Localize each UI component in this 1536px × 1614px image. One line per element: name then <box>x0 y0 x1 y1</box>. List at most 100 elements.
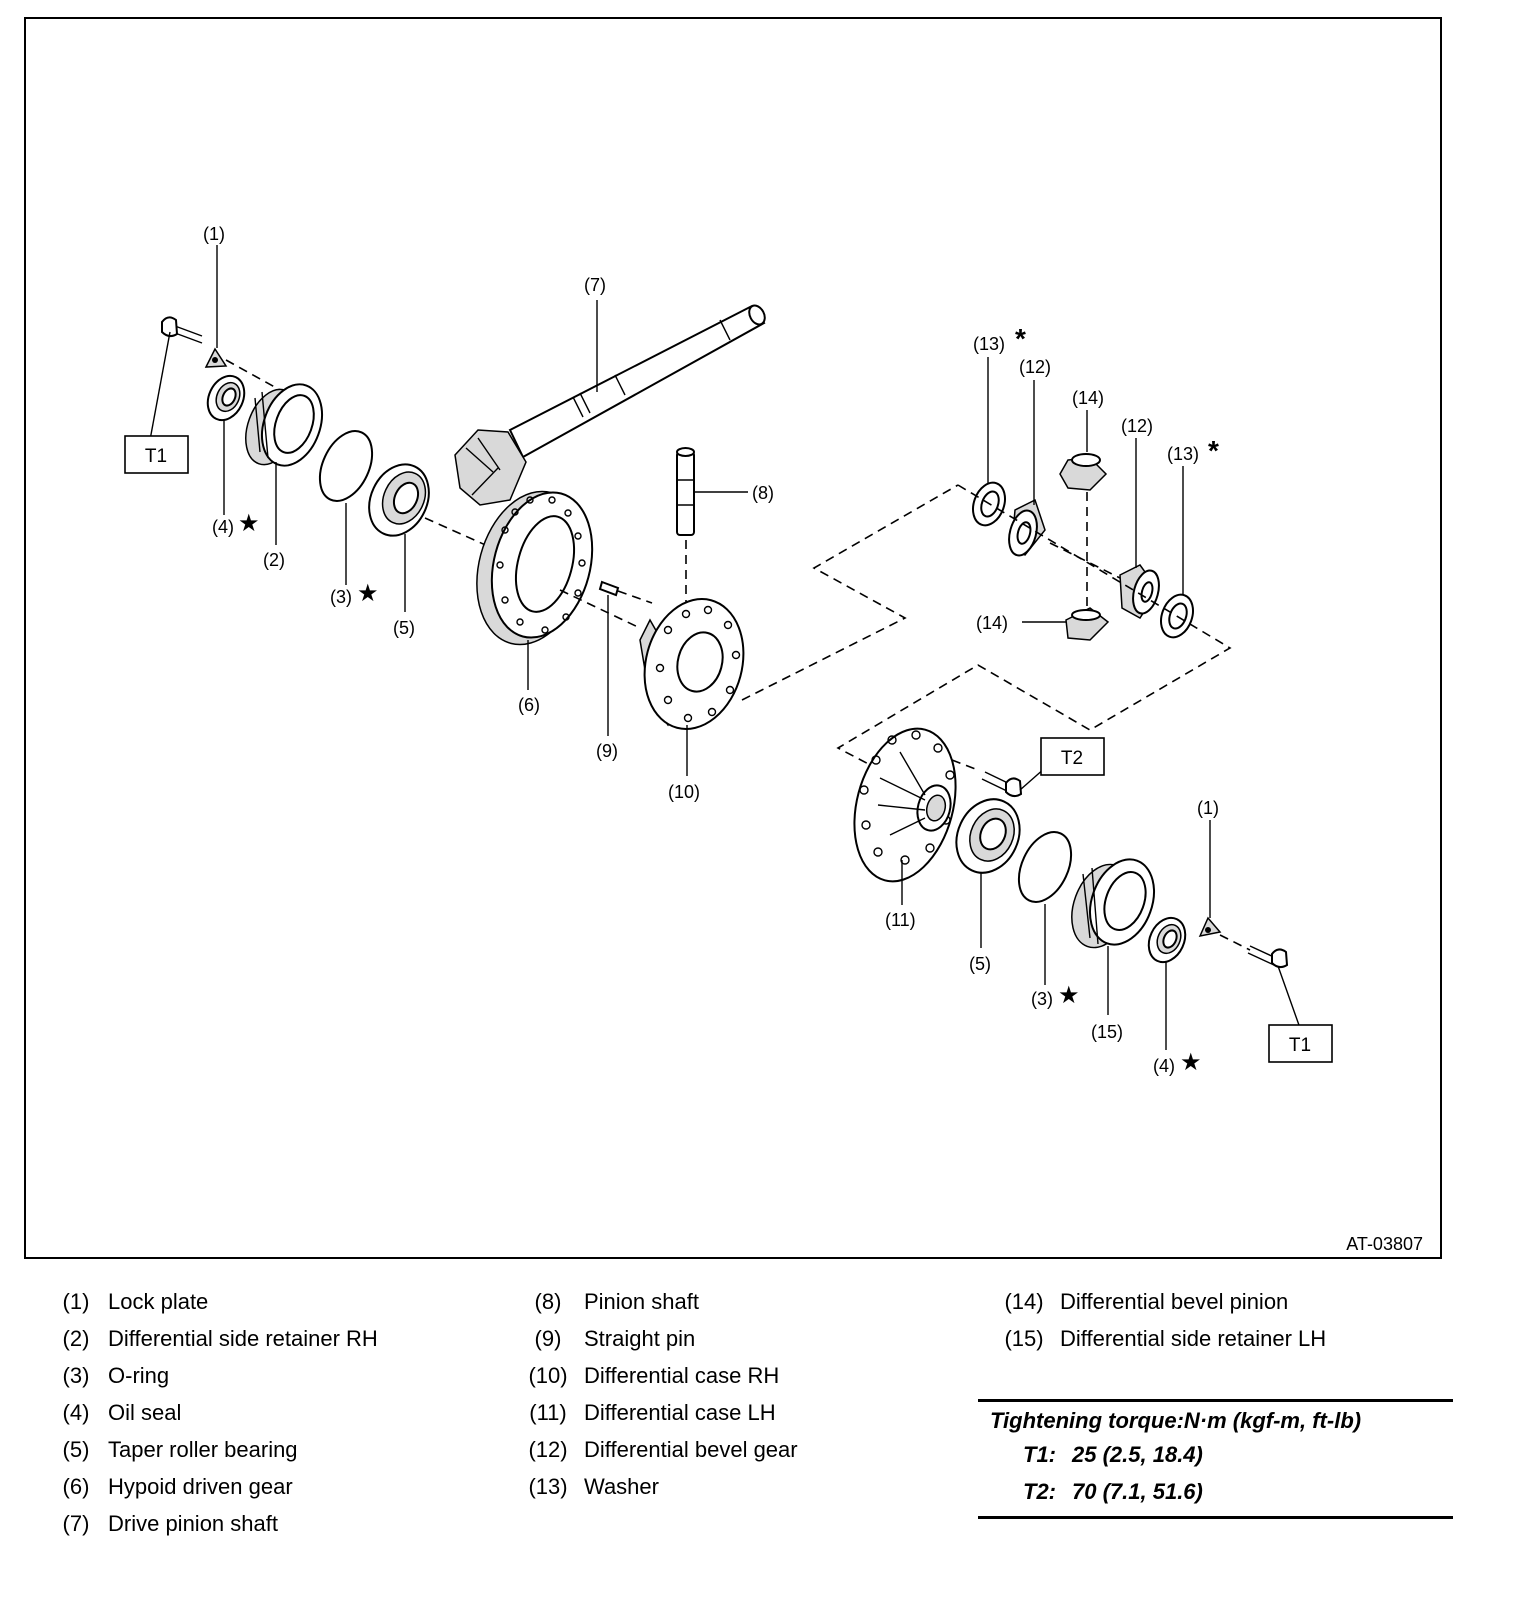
drive-pinion-shaft <box>454 304 766 506</box>
callout-3-right: (3) <box>1031 989 1053 1009</box>
legend-item-description: Lock plate <box>108 1289 209 1314</box>
legend-item-description: Washer <box>584 1474 659 1499</box>
legend-item: (11) Differential case LH <box>512 1394 798 1431</box>
legend-item-description: Differential case RH <box>584 1363 780 1388</box>
legend-item-number: (5) <box>62 1437 90 1462</box>
torque-row-t2: T2: 70 (7.1, 51.6) <box>978 1479 1453 1516</box>
bevel-gear-top <box>1008 498 1046 557</box>
internal-components-outline <box>741 484 959 701</box>
callout-8: (8) <box>752 483 774 503</box>
callout-1-right: (1) <box>1197 798 1219 818</box>
torque-box-t1-right <box>1268 1024 1333 1063</box>
callout-1-top: (1) <box>203 224 225 244</box>
callout-10: (10) <box>668 782 700 802</box>
legend-item-number: (10) <box>528 1363 568 1388</box>
legend-item-description: Differential bevel gear <box>584 1437 798 1462</box>
diagram-frame <box>24 17 1442 1259</box>
oil-seal-right <box>1147 916 1187 964</box>
legend-item: (8)Pinion shaft <box>512 1283 798 1320</box>
legend-column-3: (14)Differential bevel pinion (15) Differe… <box>988 1283 1326 1357</box>
callout-13-top: (13) <box>973 334 1005 354</box>
callout-5-left: (5) <box>393 618 415 638</box>
taper-bearing-left <box>368 463 430 537</box>
torque-box-t2 <box>1040 737 1105 776</box>
legend-item-description: O-ring <box>108 1363 170 1388</box>
tightening-torque-table: Tightening torque:N·m (kgf-m, ft-lb) T1:… <box>978 1399 1453 1519</box>
legend-item-number: (4) <box>62 1400 90 1425</box>
o-ring-right <box>1017 831 1073 903</box>
torque-box-t1-left-label: T1 <box>145 446 167 467</box>
callout-14-bot: (14) <box>976 613 1008 633</box>
legend-item-number: (1) <box>62 1289 90 1314</box>
star-4-left: ★ <box>238 510 260 537</box>
legend-item-description: Differential side retainer LH <box>1060 1326 1327 1351</box>
bevel-pinion-bottom <box>1065 607 1110 641</box>
differential-case-lh <box>853 727 957 883</box>
legend-item: (9) Straight pin <box>512 1320 798 1357</box>
legend-item: (14)Differential bevel pinion <box>988 1283 1326 1320</box>
bevel-pinion-top <box>1059 453 1108 491</box>
torque-key: T2: <box>1023 1479 1056 1504</box>
legend-item-description: Hypoid driven gear <box>108 1474 293 1499</box>
torque-header: Tightening torque:N·m (kgf-m, ft-lb) <box>990 1408 1362 1433</box>
internal-components-outline-2 <box>836 484 1232 771</box>
legend-item: (13) Washer <box>512 1468 798 1505</box>
lock-plate-rh <box>204 347 228 368</box>
star-3-left: ★ <box>357 580 379 607</box>
legend-item: (7) Drive pinion shaft <box>44 1505 378 1542</box>
legend-item-number: (9) <box>534 1326 562 1351</box>
callout-13-mid: (13) <box>1167 444 1199 464</box>
side-retainer-rh <box>245 383 323 467</box>
callout-12-top: (12) <box>1019 357 1051 377</box>
legend-item: (4) Oil seal <box>44 1394 378 1431</box>
legend-item-number: (13) <box>528 1474 568 1499</box>
asterisk-13-mid: * <box>1208 435 1219 466</box>
callout-7: (7) <box>584 275 606 295</box>
side-retainer-lh <box>1071 858 1155 949</box>
legend-item-description: Straight pin <box>584 1326 696 1351</box>
legend-item: (10) Differential case RH <box>512 1357 798 1394</box>
hypoid-driven-gear <box>476 490 594 646</box>
star-4-right: ★ <box>1180 1049 1202 1076</box>
legend-item: (12) Differential bevel gear <box>512 1431 798 1468</box>
callout-15: (15) <box>1091 1022 1123 1042</box>
legend-item-number: (15) <box>1004 1326 1044 1351</box>
bevel-gear-mid <box>1119 564 1160 619</box>
legend-item: (6) Hypoid driven gear <box>44 1468 378 1505</box>
torque-value: 25 (2.5, 18.4) <box>1072 1442 1203 1467</box>
taper-bearing-right <box>955 798 1021 874</box>
legend-item: (3) O-ring <box>44 1357 378 1394</box>
straight-pin <box>598 580 620 597</box>
callout-4-right: (4) <box>1153 1056 1175 1076</box>
legend-item-number: (11) <box>529 1400 567 1425</box>
legend-column-2: (8)Pinion shaft (9) Straight pin (10) Differ… <box>512 1283 798 1505</box>
legend-item-description: Differential side retainer RH <box>108 1326 378 1351</box>
legend-item-number: (2) <box>62 1326 90 1351</box>
callout-11: (11) <box>885 910 916 930</box>
callout-6: (6) <box>518 695 540 715</box>
legend-item-number: (12) <box>528 1437 568 1462</box>
legend-item: (5)Taper roller bearing <box>44 1431 378 1468</box>
legend-item: (1) Lock plate <box>44 1283 378 1320</box>
legend-item: (2) Differential side retainer RH <box>44 1320 378 1357</box>
callout-9: (9) <box>596 741 618 761</box>
legend-item-number: (7) <box>62 1511 90 1536</box>
pinion-shaft <box>676 447 695 536</box>
legend-item-description: Pinion shaft <box>584 1289 699 1314</box>
bolt-t1-left <box>161 316 203 344</box>
differential-case-rh <box>639 598 745 730</box>
legend-item-number: (3) <box>62 1363 90 1388</box>
lock-plate-lh <box>1198 916 1222 938</box>
legend-item-description: Differential case LH <box>584 1400 776 1425</box>
torque-row-t1: T1: 25 (2.5, 18.4) <box>978 1442 1453 1479</box>
legend-item-description: Drive pinion shaft <box>108 1511 278 1536</box>
torque-box-t1-right-label: T1 <box>1289 1035 1311 1056</box>
star-3-right: ★ <box>1058 982 1080 1009</box>
legend-item-number: (14) <box>1004 1289 1044 1314</box>
torque-box-t2-label: T2 <box>1061 748 1083 769</box>
legend-item-description: Oil seal <box>108 1400 182 1425</box>
legend-item-number: (6) <box>62 1474 90 1499</box>
callout-4-left: (4) <box>212 517 234 537</box>
bolt-t2 <box>981 771 1023 798</box>
callout-2: (2) <box>263 550 285 570</box>
